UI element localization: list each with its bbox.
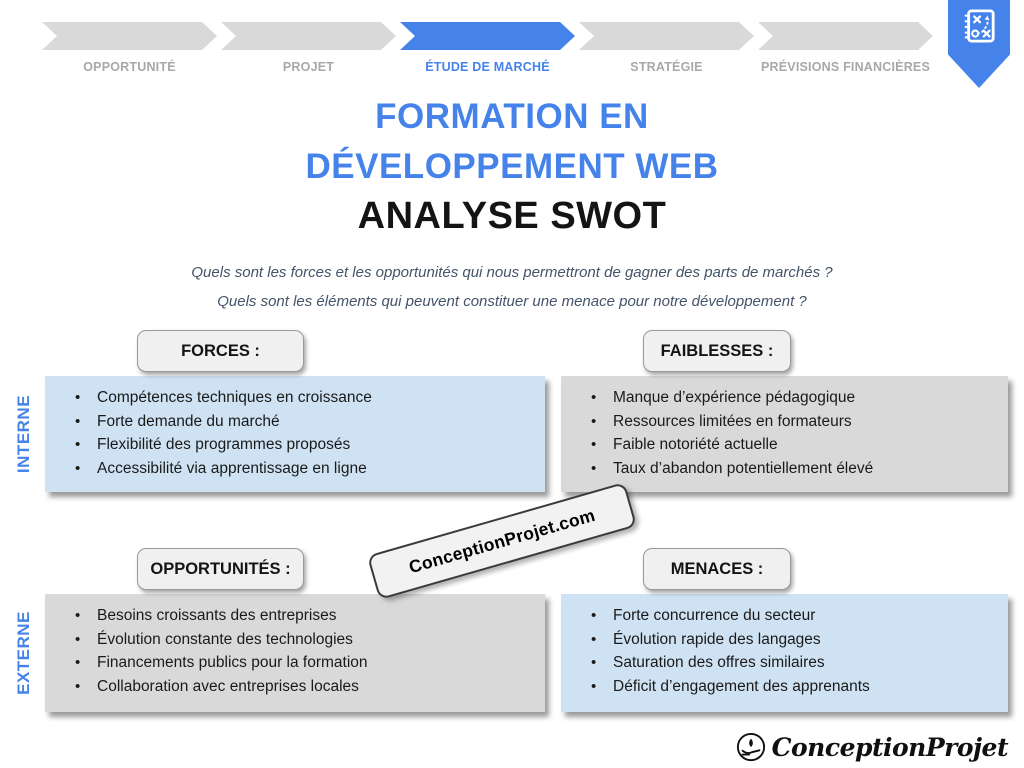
faiblesses-box: Manque d’expérience pédagogique Ressourc…: [561, 376, 1008, 492]
list-item: Financements publics pour la formation: [75, 651, 535, 675]
strategy-plan-icon: [964, 9, 995, 43]
axis-label-externe: EXTERNE: [4, 594, 44, 712]
axis-label-interne: INTERNE: [4, 376, 44, 492]
forces-header: FORCES :: [137, 330, 304, 372]
opportunites-header: OPPORTUNITÉS :: [137, 548, 304, 590]
chevron-shape: [221, 22, 396, 50]
list-item: Compétences techniques en croissance: [75, 386, 535, 410]
faiblesses-header: FAIBLESSES :: [643, 330, 791, 372]
list-item: Forte demande du marché: [75, 410, 535, 434]
menaces-list: Forte concurrence du secteur Évolution r…: [561, 594, 1008, 698]
title-block: FORMATION EN DÉVELOPPEMENT WEB ANALYSE S…: [0, 92, 1024, 240]
list-item: Saturation des offres similaires: [591, 651, 998, 675]
list-item: Accessibilité via apprentissage en ligne: [75, 457, 535, 481]
list-item: Évolution rapide des langages: [591, 628, 998, 652]
chevron-shape: [579, 22, 754, 50]
question-1: Quels sont les forces et les opportunité…: [191, 264, 833, 281]
forces-box: Compétences techniques en croissance For…: [45, 376, 545, 492]
chevron-shape-active: [400, 22, 575, 50]
list-item: Besoins croissants des entreprises: [75, 604, 535, 628]
list-item: Collaboration avec entreprises locales: [75, 675, 535, 699]
list-item: Forte concurrence du secteur: [591, 604, 998, 628]
opportunites-list: Besoins croissants des entreprises Évolu…: [45, 594, 545, 698]
list-item: Faible notoriété actuelle: [591, 433, 998, 457]
chevron-shape: [758, 22, 933, 50]
list-item: Taux d’abandon potentiellement élevé: [591, 457, 998, 481]
process-step-projet: PROJET: [221, 22, 396, 74]
list-item: Manque d’expérience pédagogique: [591, 386, 998, 410]
chevron-shape: [42, 22, 217, 50]
footer-brand-logo: ConceptionProjet: [736, 732, 1009, 762]
page-subtitle: ANALYSE SWOT: [357, 195, 667, 237]
list-item: Ressources limitées en formateurs: [591, 410, 998, 434]
process-step-previsions-financieres: PRÉVISIONS FINANCIÈRES: [758, 22, 933, 74]
axis-label-text: INTERNE: [14, 394, 33, 474]
guiding-questions: Quels sont les forces et les opportunité…: [0, 258, 1024, 316]
process-step-label: PRÉVISIONS FINANCIÈRES: [760, 60, 930, 74]
hand-logo-icon: [736, 732, 765, 762]
axis-label-text: EXTERNE: [14, 611, 34, 695]
process-step-label: STRATÉGIE: [630, 60, 703, 74]
opportunites-box: Besoins croissants des entreprises Évolu…: [45, 594, 545, 712]
process-step-label: PROJET: [282, 60, 335, 74]
watermark-badge: ConceptionProjet.com: [366, 481, 638, 601]
page-title-line1: FORMATION EN: [375, 97, 649, 136]
process-step-label: OPPORTUNITÉ: [83, 60, 176, 74]
process-step-etude-de-marche-active: ÉTUDE DE MARCHÉ: [400, 22, 575, 74]
list-item: Évolution constante des technologies: [75, 628, 535, 652]
question-2: Quels sont les éléments qui peuvent cons…: [217, 293, 807, 310]
forces-list: Compétences techniques en croissance For…: [45, 376, 545, 480]
menaces-header: MENACES :: [643, 548, 791, 590]
list-item: Déficit d’engagement des apprenants: [591, 675, 998, 699]
bookmark-ribbon: [948, 0, 1010, 88]
menaces-box: Forte concurrence du secteur Évolution r…: [561, 594, 1008, 712]
list-item: Flexibilité des programmes proposés: [75, 433, 535, 457]
footer-brand-text: ConceptionProjet: [771, 732, 1009, 762]
process-bar: OPPORTUNITÉ PROJET ÉTUDE DE MARCHÉ STRAT…: [42, 22, 933, 74]
faiblesses-list: Manque d’expérience pédagogique Ressourc…: [561, 376, 1008, 480]
process-step-opportunite: OPPORTUNITÉ: [42, 22, 217, 74]
process-step-label: ÉTUDE DE MARCHÉ: [425, 60, 550, 74]
page-title-line2: DÉVELOPPEMENT WEB: [305, 147, 719, 186]
process-step-strategie: STRATÉGIE: [579, 22, 754, 74]
